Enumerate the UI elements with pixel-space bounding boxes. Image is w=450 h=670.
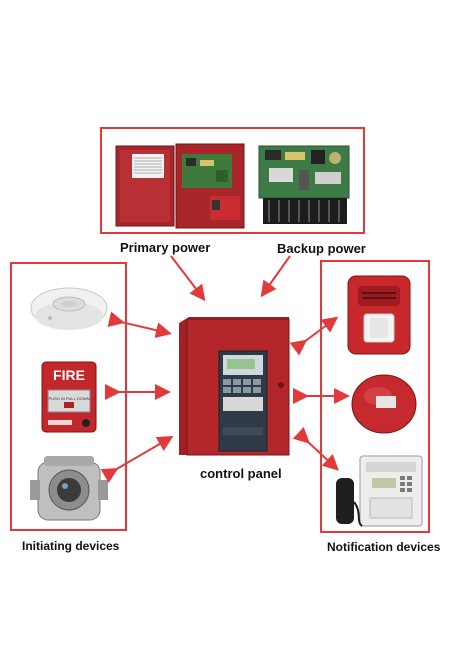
power-supply-cabinet-icon	[115, 143, 245, 229]
arrow-primary-to-panel	[170, 255, 206, 302]
arrow-backup-to-panel	[260, 255, 291, 298]
arrow-flame-panel	[100, 435, 174, 483]
pull-station-icon: FIRE PUSH IN PULL DOWN	[41, 361, 97, 433]
control-panel-icon	[179, 317, 290, 456]
arrow-panel-horn	[289, 316, 339, 356]
alarm-bell-icon	[351, 374, 417, 434]
smoke-detector-icon	[30, 287, 108, 330]
backup-power-label: Backup power	[277, 241, 366, 256]
circuit-board-icon	[258, 145, 350, 224]
control-panel-label: control panel	[200, 466, 282, 481]
power-group-frame	[100, 127, 365, 234]
horn-strobe-icon	[347, 275, 411, 355]
initiating-devices-label: Initiating devices	[22, 539, 120, 553]
telephone-station-icon	[336, 455, 423, 527]
arrow-smoke-panel	[107, 311, 172, 339]
arrow-panel-phone	[292, 426, 339, 471]
flame-detector-icon	[30, 456, 108, 521]
primary-power-label: Primary power	[120, 240, 211, 255]
svg-text:FIRE: FIRE	[53, 367, 85, 383]
notification-devices-label: Notification devices	[327, 540, 441, 554]
svg-text:PUSH IN PULL DOWN: PUSH IN PULL DOWN	[49, 396, 90, 401]
